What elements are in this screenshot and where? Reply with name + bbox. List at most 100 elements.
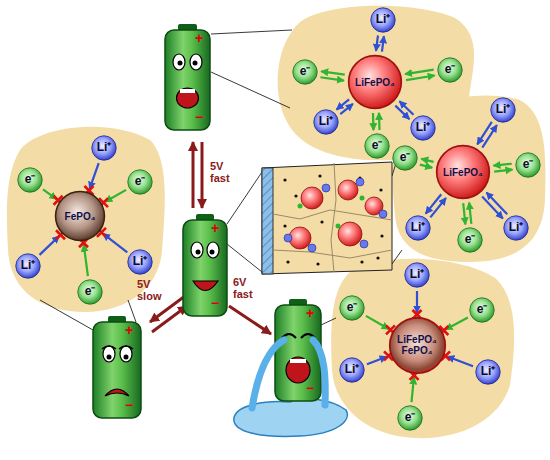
- circle-fill: [365, 134, 389, 158]
- terminal-sign: −: [125, 398, 133, 412]
- battery-crying: [252, 340, 284, 408]
- circle-fill: [516, 153, 540, 177]
- electrode-zoom: [262, 162, 392, 274]
- arrow-shaft: [378, 113, 381, 130]
- leader-line: [128, 300, 136, 322]
- arrow-shaft: [482, 197, 503, 219]
- ion-label: Li⁺: [319, 115, 334, 128]
- arrow-shaft: [320, 77, 343, 80]
- arrow-shaft: [395, 106, 409, 119]
- electron: e⁻: [437, 57, 463, 83]
- lithium-ion: Li⁺: [404, 262, 430, 288]
- leader-line: [392, 250, 402, 264]
- terminal-sign: −: [211, 296, 219, 310]
- circle-fill: [56, 192, 105, 241]
- circle-fill: [411, 116, 435, 140]
- arrow-shaft: [494, 170, 512, 172]
- electrode-zoom: [338, 222, 362, 246]
- battery-top: [190, 54, 202, 70]
- transport-arrow: [410, 371, 419, 402]
- terminal-sign: −: [306, 381, 314, 395]
- circle-fill: [406, 216, 430, 240]
- ion-label: Li⁺: [509, 221, 524, 234]
- electrode-zoom: [356, 178, 364, 186]
- arrow-shaft: [477, 122, 492, 145]
- battery-slow: [119, 346, 133, 349]
- electron: e⁻: [392, 145, 418, 171]
- particle-circle: LiFePO₄: [347, 54, 403, 110]
- transport-arrow: [97, 228, 127, 252]
- electron: e⁻: [339, 295, 365, 321]
- particle-circle: LiFePO₄ FePO₄: [388, 316, 447, 375]
- arrow-shaft: [447, 357, 473, 367]
- electrode-zoom: [376, 256, 379, 259]
- transport-arrow: [477, 122, 497, 148]
- electrode-zoom: [301, 187, 323, 209]
- electrode-zoom: [286, 260, 289, 263]
- battery-middle: [183, 214, 227, 316]
- leader-line: [227, 244, 262, 272]
- lithium-ion: Li⁺: [313, 109, 339, 135]
- electron: e⁻: [469, 297, 495, 323]
- battery-middle: [210, 250, 215, 255]
- arrow-shaft: [426, 194, 442, 213]
- arrow-shaft: [421, 159, 433, 162]
- arrow-shaft: [463, 203, 465, 224]
- electrode-zoom: [320, 220, 323, 223]
- electrode-zoom: [289, 180, 383, 249]
- transport-arrow: [395, 101, 413, 119]
- circle-fill: [314, 110, 338, 134]
- electrode-zoom: [308, 244, 316, 252]
- arrow-shaft: [84, 245, 88, 276]
- electrode-zoom: [283, 178, 286, 181]
- circle-fill: [476, 360, 500, 384]
- electrode-zoom: [262, 168, 273, 274]
- electrode-zoom: [284, 234, 292, 242]
- rate-label: 6V fast: [233, 276, 261, 300]
- lithium-ion: Li⁺: [91, 135, 117, 161]
- battery-slow: [93, 316, 141, 418]
- arrow-shaft: [103, 234, 127, 253]
- terminal-sign: +: [211, 221, 219, 235]
- battery-top: [173, 54, 185, 70]
- battery-crying: [290, 359, 306, 363]
- transport-arrow: [441, 351, 473, 366]
- ion-label: Li⁺: [97, 141, 112, 154]
- rate-arrow: [150, 142, 271, 334]
- battery-top: [178, 61, 183, 66]
- battery-slow: [124, 355, 129, 360]
- circle-fill: [18, 168, 42, 192]
- arrow-shaft: [105, 190, 126, 202]
- arrow-shaft: [406, 75, 435, 80]
- leader-line: [40, 300, 93, 330]
- battery-top: [193, 61, 198, 66]
- arrow-shaft: [430, 198, 446, 217]
- transport-arrow: [426, 194, 446, 217]
- circle-fill: [340, 358, 364, 382]
- battery-middle: [191, 242, 203, 258]
- circle-fill: [458, 228, 482, 252]
- particle-circle: LiFePO₄: [435, 144, 491, 200]
- circle-fill: [405, 263, 429, 287]
- arrow-shaft: [376, 35, 378, 50]
- ion-label: Li⁺: [416, 121, 431, 134]
- electron-label: e⁻: [477, 303, 488, 316]
- particle-label: LiFePO₄ FePO₄: [393, 334, 441, 356]
- electron-label: e⁻: [465, 233, 476, 246]
- electrode-zoom: [273, 163, 392, 272]
- arrow-shaft: [90, 163, 99, 189]
- electrode-zoom: [379, 210, 387, 218]
- electrode-zoom: [360, 260, 363, 263]
- arrow-shaft: [494, 164, 512, 166]
- transport-arrow: [413, 291, 422, 319]
- arrow-shaft: [420, 165, 432, 168]
- transport-arrow: [482, 192, 507, 218]
- electrode-zoom: [338, 180, 358, 200]
- battery-slow: [93, 322, 141, 418]
- transport-arrow: [439, 318, 468, 335]
- electrode-zoom: [298, 196, 365, 229]
- battery-slow: [120, 346, 132, 362]
- leader-line: [40, 30, 402, 330]
- leader-line: [227, 172, 262, 224]
- arrow-shaft: [469, 203, 471, 224]
